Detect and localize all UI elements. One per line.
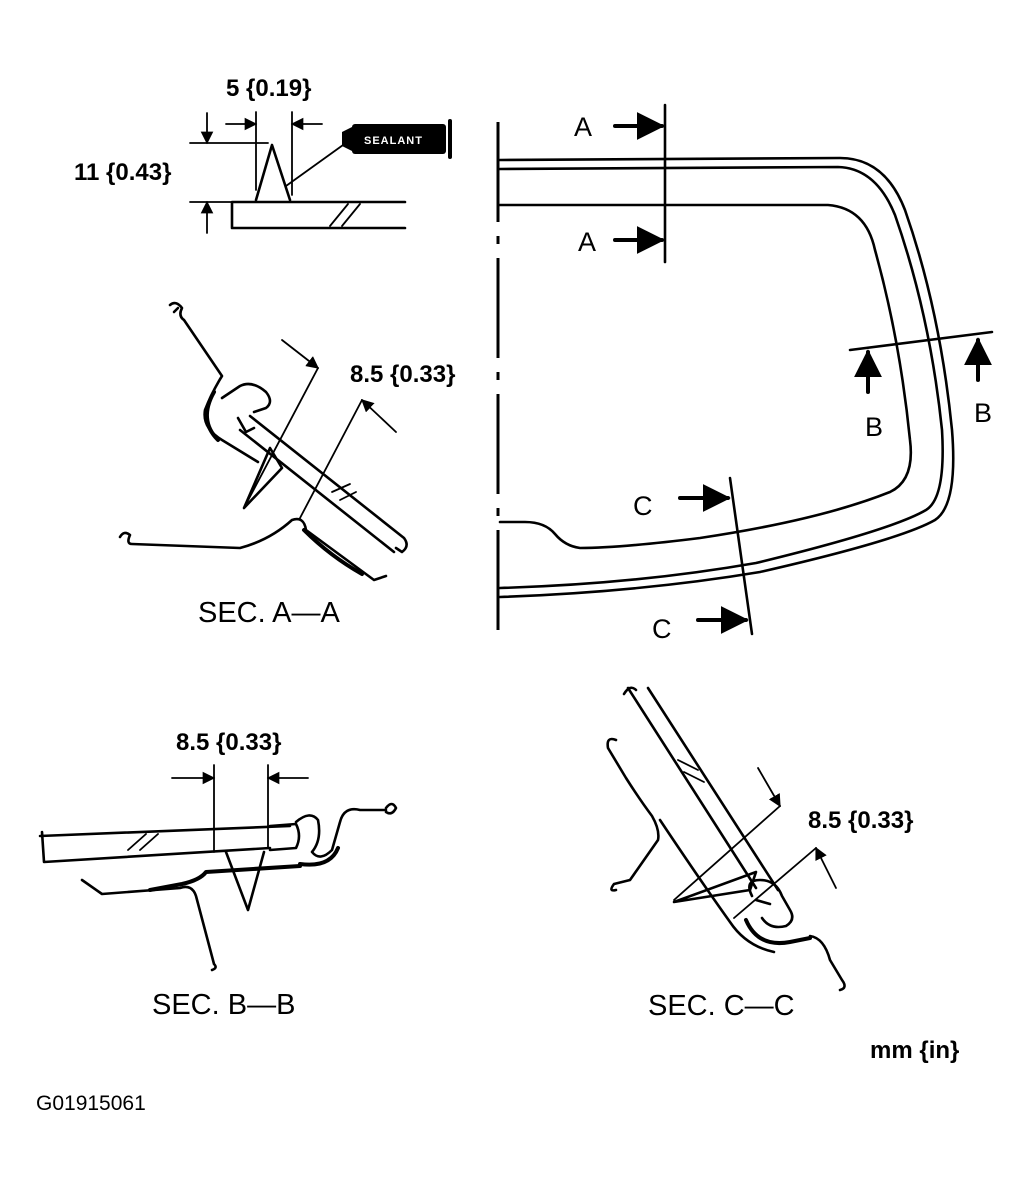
section-bb: 8.5 {0.33} SEC. B—B (38, 729, 398, 1021)
sec-bb-dim: 8.5 {0.33} (176, 729, 281, 756)
marker-a-bottom: A (578, 227, 596, 257)
sec-aa-title: SEC. A—A (198, 597, 340, 629)
sec-cc-title: SEC. C—C (648, 990, 795, 1022)
sec-aa-dim: 8.5 {0.33} (350, 361, 455, 388)
marker-b-right: B (974, 398, 992, 428)
units-label: mm {in} (870, 1037, 959, 1064)
sec-cc-dim: 8.5 {0.33} (808, 807, 913, 834)
sealant-height-dim: 11 {0.43} (74, 159, 171, 186)
sealant-tube-icon (352, 124, 446, 154)
sealant-detail: 5 {0.19} 11 {0.43} SEALANT (74, 75, 452, 234)
marker-c-bottom: C (652, 614, 672, 644)
marker-a-top: A (574, 112, 592, 142)
figure-id: G01915061 (36, 1092, 146, 1115)
sec-bb-title: SEC. B—B (152, 989, 295, 1021)
window-view: A A B B C C (496, 103, 994, 644)
sealant-label: SEALANT (364, 135, 423, 147)
marker-b-left: B (865, 412, 883, 442)
section-cc: 8.5 {0.33} SEC. C—C (606, 686, 913, 1022)
section-aa: 8.5 {0.33} SEC. A—A (118, 301, 455, 629)
sealant-width-dim: 5 {0.19} (226, 75, 311, 102)
marker-c-top: C (633, 491, 653, 521)
